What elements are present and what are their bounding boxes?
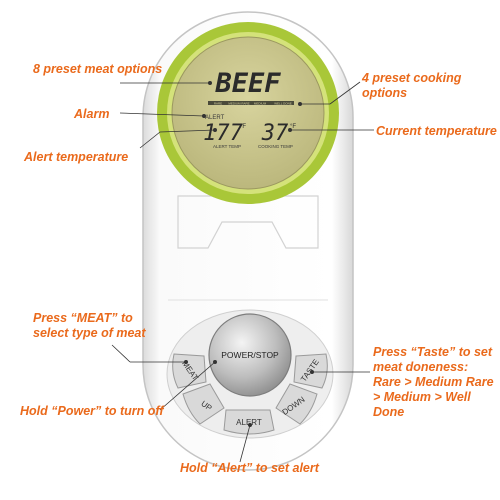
lcd-cooking-temp-label: COOKING TEMP xyxy=(258,144,293,149)
alert-button-label: ALERT xyxy=(236,418,262,427)
leader-alarm xyxy=(119,112,205,117)
up-button[interactable]: UP xyxy=(182,383,225,425)
leader-dot xyxy=(207,81,212,86)
lcd-cooking-temp: 37 xyxy=(261,121,289,146)
leader-lines xyxy=(111,81,374,463)
doneness-option: WELL DONE xyxy=(274,102,292,106)
lcd-alert-label: ALERT xyxy=(205,115,225,121)
callout-cooking-options: 4 preset cooking options xyxy=(362,71,462,100)
doneness-option: RARE xyxy=(214,102,222,106)
lcd-meat-type: BEEF xyxy=(214,68,281,99)
power-button-label: POWER/STOP xyxy=(221,350,279,360)
leader-alert-btn xyxy=(239,424,251,463)
leader-dot xyxy=(297,102,302,107)
leader-dot xyxy=(183,359,188,364)
leader-power xyxy=(159,361,216,411)
callout-meat-options: 8 preset meat options xyxy=(33,62,163,76)
callout-current-temperature: Current temperature xyxy=(376,124,497,138)
leader-press-meat xyxy=(111,344,131,363)
doneness-option: MEDIUM RARE xyxy=(228,102,249,106)
leader-alert-temp xyxy=(139,131,161,149)
leader-dot xyxy=(201,114,206,119)
leader-dot xyxy=(287,127,292,132)
callout-alarm: Alarm xyxy=(74,107,110,121)
callout-press-meat: Press “MEAT” to select type of meat xyxy=(33,311,146,340)
lcd-alert-temp-label: ALERT TEMP xyxy=(213,144,241,149)
doneness-option: MEDIUM xyxy=(254,102,267,106)
lcd-cooking-unit: °F xyxy=(290,124,296,130)
callout-hold-alert: Hold “Alert” to set alert xyxy=(180,461,319,475)
power-stop-button[interactable]: POWER/STOP xyxy=(208,313,292,397)
leader-cooking-options xyxy=(329,81,361,105)
down-button[interactable]: DOWN xyxy=(275,383,318,425)
leader-dot xyxy=(309,369,314,374)
lcd-alert-temp: 177 xyxy=(203,121,243,146)
leader-dot xyxy=(212,127,217,132)
leader-alert-temp-2 xyxy=(159,129,216,133)
alert-button[interactable]: ALERT xyxy=(223,409,275,435)
leader-dot xyxy=(212,359,217,364)
leader-dot xyxy=(247,422,252,427)
lcd-doneness-bar: RARE MEDIUM RARE MEDIUM WELL DONE xyxy=(208,101,294,106)
stand-panel xyxy=(177,195,319,249)
callout-press-taste: Press “Taste” to set meat doneness: Rare… xyxy=(373,345,494,419)
callout-hold-power: Hold “Power” to turn off xyxy=(20,404,164,418)
meat-button[interactable]: MEAT xyxy=(172,353,207,389)
callout-alert-temperature: Alert temperature xyxy=(24,150,129,164)
lcd-alert-unit: °F xyxy=(240,124,246,130)
lcd-screen xyxy=(171,36,325,190)
